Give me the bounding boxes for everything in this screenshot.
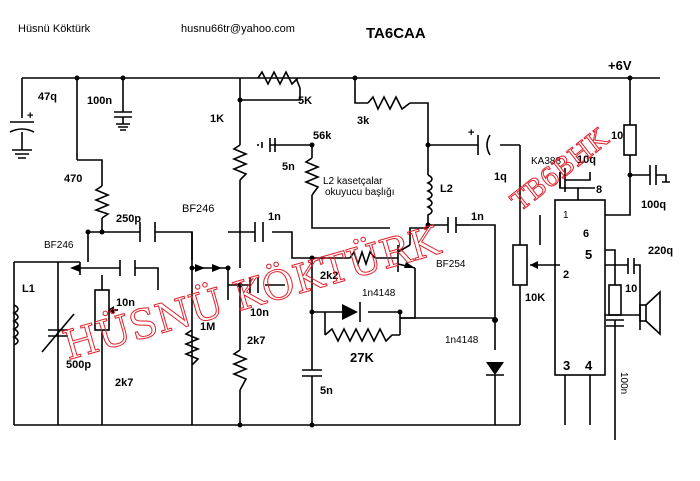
speaker-icon [639, 290, 661, 336]
author-name: Hüsnü Köktürk [18, 23, 91, 35]
label-r-27k: 27K [350, 350, 374, 365]
coil-l1 [12, 304, 19, 346]
label-r-10-right: 10 [625, 283, 637, 295]
label-c-250p: 250p [116, 213, 141, 225]
supply-voltage-label: +6V [608, 58, 632, 73]
label-c-1q: 1q [494, 171, 507, 183]
resistor-2k7-mid [231, 349, 249, 391]
capacitor-100q [649, 165, 670, 185]
capacitor-1n-right [447, 217, 470, 233]
capacitor-100n-vertical [606, 319, 624, 327]
capacitor-47q: + [9, 110, 35, 159]
resistor-470 [93, 185, 111, 219]
label-c-220q: 220q [648, 245, 673, 257]
label-pin-3: 3 [563, 358, 570, 373]
capacitor-1n-mid [254, 222, 264, 242]
resistor-1k [231, 144, 249, 181]
coil-l2 [426, 174, 433, 228]
potentiometer-10k [512, 244, 538, 286]
label-c-5n-top: 5n [282, 161, 295, 173]
capacitor-1q: + [468, 127, 491, 156]
label-c-1n-right: 1n [471, 211, 484, 223]
label-r-2k2: 2k2 [320, 270, 338, 282]
capacitor-5n-bottom [302, 369, 322, 395]
junction-dots [74, 75, 633, 428]
resistor-1m [183, 329, 201, 366]
label-pin-5: 5 [585, 247, 592, 262]
label-r-5k: 5K [298, 95, 312, 107]
resistor-3k [367, 95, 411, 111]
label-r-1k: 1K [210, 113, 224, 125]
resistor-10-right [608, 284, 622, 316]
transistor-bf254 [397, 244, 416, 272]
resistor-10-top [623, 124, 637, 156]
header-texts: Hüsnü Köktürk husnu66tr@yahoo.com TA6CAA… [18, 23, 632, 73]
label-d-1n4148-top: 1n4148 [362, 288, 396, 299]
label-q-bf246-1: BF246 [44, 240, 74, 251]
label-c-100n-top: 100n [87, 95, 112, 107]
resistor-2k2 [349, 249, 376, 267]
potentiometer-5k [257, 70, 299, 86]
label-q-bf246-2: BF246 [182, 203, 214, 215]
diode-1n4148-right [486, 317, 504, 376]
trimmer-2k7-left [94, 289, 118, 331]
label-r-2k7-left: 2k7 [115, 377, 133, 389]
label-pot-10k: 10K [525, 292, 545, 304]
label-l2-note-2: okuyucu başlığı [325, 187, 395, 198]
label-pin-1: 1 [563, 210, 569, 221]
label-ic-ka388: KA388 [531, 156, 561, 167]
label-l2-note-1: L2 kasetçalar [323, 176, 383, 187]
resistor-56k [303, 157, 321, 196]
label-r-2k7-mid: 2k7 [247, 335, 265, 347]
resistor-27k [324, 327, 400, 343]
label-q-bf254: BF254 [436, 259, 466, 270]
capacitor-250p [139, 222, 156, 242]
label-pin-8: 8 [596, 184, 602, 196]
label-pin-4: 4 [585, 358, 593, 373]
label-r-1m: 1M [200, 321, 215, 333]
label-l2: L2 [440, 183, 453, 195]
label-c-5n-bottom: 5n [320, 385, 333, 397]
label-r-3k: 3k [357, 115, 370, 127]
label-r-10-top: 10 [611, 130, 623, 142]
label-c-10n-left: 10n [116, 297, 135, 309]
circuit-title: TA6CAA [366, 25, 426, 42]
component-labels: 47q 100n 5K 1K 3k 56k 5n 470 250p BF246 … [22, 91, 673, 397]
label-c-10q: 10q [577, 154, 596, 166]
label-d-1n4148-right: 1n4148 [445, 335, 479, 346]
svg-text:+: + [468, 127, 474, 139]
capacitor-10n-left [119, 260, 136, 276]
label-pin-6: 6 [583, 228, 589, 240]
label-pin-2: 2 [563, 269, 569, 281]
trimmer-capacitor-500p [41, 313, 75, 353]
label-r-470: 470 [64, 173, 82, 185]
label-c-500p: 500p [66, 359, 91, 371]
capacitor-10n-mid [249, 277, 259, 293]
capacitor-100n-top [114, 111, 132, 131]
label-c-10n-mid: 10n [250, 307, 269, 319]
label-c-47q: 47q [38, 91, 57, 103]
capacitor-10q [559, 168, 591, 192]
diode-1n4148-top [342, 302, 361, 322]
label-c-100q: 100q [641, 199, 666, 211]
label-c-100n-vertical: 100n [618, 372, 629, 394]
watermark-callsign: TB6BHK [506, 123, 615, 217]
label-c-1n-mid: 1n [268, 211, 281, 223]
capacitor-5n-top [257, 138, 276, 152]
author-email: husnu66tr@yahoo.com [181, 23, 295, 35]
label-l1: L1 [22, 283, 35, 295]
svg-text:+: + [27, 110, 33, 122]
capacitor-220q [627, 258, 641, 300]
jfet-bf246-1 [70, 262, 81, 275]
ic-ka388 [554, 199, 606, 376]
label-r-56k: 56k [313, 130, 332, 142]
